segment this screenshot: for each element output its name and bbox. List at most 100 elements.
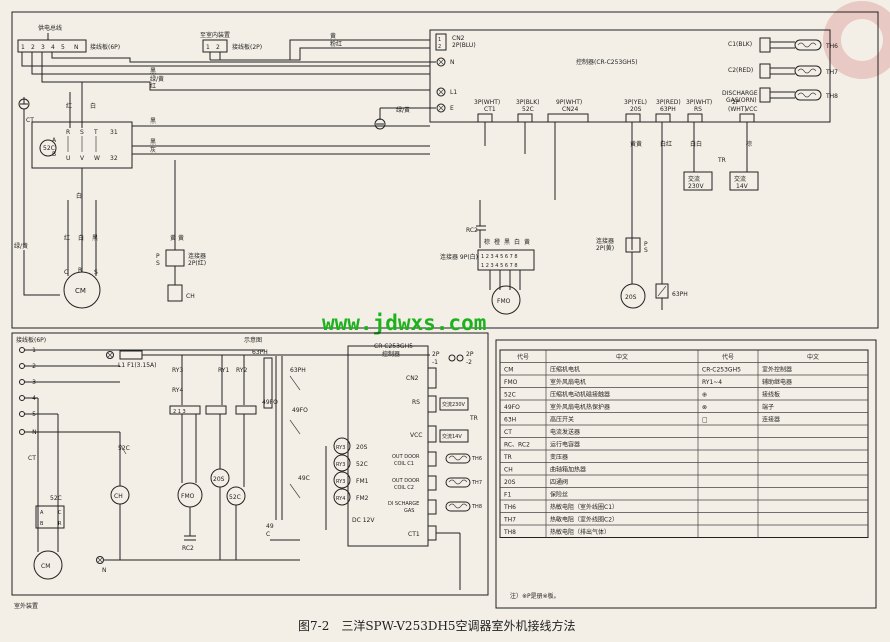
- legend-code: RC、RC2: [504, 442, 530, 449]
- svg-text:橙: 橙: [494, 238, 500, 246]
- svg-text:TR: TR: [717, 157, 726, 164]
- legend-desc: 端子: [762, 403, 774, 411]
- svg-text:TH6: TH6: [825, 43, 838, 50]
- svg-text:白: 白: [514, 238, 520, 246]
- legend-desc: 室外风扇电机: [550, 378, 586, 386]
- legend-desc: 曲轴箱加热器: [550, 466, 586, 474]
- svg-text:V: V: [80, 155, 85, 162]
- legend-note: 注）※P是册※板。: [510, 592, 560, 600]
- svg-text:CM: CM: [41, 563, 50, 570]
- svg-text:绿/黄: 绿/黄: [396, 106, 410, 114]
- svg-text:1: 1: [438, 37, 441, 43]
- svg-text:RY3: RY3: [336, 479, 345, 485]
- svg-text:CN24: CN24: [562, 106, 578, 113]
- svg-text:交流230V: 交流230V: [442, 401, 466, 408]
- svg-text:2P(BLU): 2P(BLU): [452, 42, 476, 49]
- pressure-switch-63ph: 63PH: [655, 260, 688, 310]
- svg-text:CR-C253GH5: CR-C253GH5: [374, 343, 413, 350]
- svg-text:A: A: [40, 510, 44, 516]
- terminal-label: 接线板(6P): [90, 43, 120, 51]
- svg-text:2: 2: [216, 44, 220, 51]
- figure-caption: 图7-2 三洋SPW-V253DH5空调器室外机接线方法: [298, 618, 576, 633]
- svg-text:绿/黄: 绿/黄: [150, 75, 164, 83]
- svg-text:52C: 52C: [118, 445, 130, 452]
- svg-text:CT1: CT1: [484, 106, 496, 113]
- svg-text:交流14V: 交流14V: [442, 433, 462, 440]
- svg-text:63PH: 63PH: [252, 349, 268, 356]
- svg-text:COIL C2: COIL C2: [394, 485, 414, 491]
- svg-text:白红: 白红: [660, 140, 672, 148]
- svg-text:2P: 2P: [432, 351, 440, 358]
- svg-text:白: 白: [90, 102, 96, 110]
- legend-frame: [499, 349, 869, 538]
- svg-text:CN2: CN2: [452, 35, 465, 42]
- svg-text:L1: L1: [450, 89, 457, 96]
- legend-desc: 四通阀: [550, 478, 568, 486]
- svg-text:交流: 交流: [688, 175, 700, 183]
- svg-text:CH: CH: [114, 493, 123, 500]
- bottom-diagram: 接线板(6P) 示意图 -1 -2 -3 -4 -5 -N L1 F1(3.15…: [11, 332, 489, 610]
- svg-text:红: 红: [64, 234, 70, 242]
- svg-text:C1(BLK): C1(BLK): [728, 41, 752, 48]
- svg-text:FMO: FMO: [181, 493, 195, 500]
- svg-text:TH8: TH8: [825, 93, 838, 100]
- svg-text:TR: TR: [469, 415, 478, 422]
- svg-text:R: R: [66, 129, 70, 136]
- svg-text:RY3: RY3: [336, 462, 345, 468]
- svg-text:C: C: [64, 269, 68, 276]
- svg-text:3P(RED): 3P(RED): [656, 99, 681, 106]
- svg-text:3: 3: [41, 44, 45, 51]
- svg-text:2: 2: [438, 44, 441, 50]
- legend-desc: 变压器: [550, 453, 568, 461]
- svg-text:黄黄: 黄黄: [630, 140, 642, 148]
- svg-text:C2(RED): C2(RED): [728, 67, 753, 74]
- bottom-terminals: -1 -2 -3 -4 -5 -N: [19, 347, 37, 436]
- svg-text:GAS(ORN): GAS(ORN): [726, 97, 757, 104]
- bottom-terminal-label: 接线板(6P): [16, 336, 46, 344]
- svg-text:2: 2: [31, 44, 35, 51]
- svg-text:2P(红): 2P(红): [188, 259, 206, 267]
- legend-header: 中文: [807, 353, 819, 361]
- decorative-circle: [823, 1, 890, 79]
- svg-text:S: S: [156, 260, 160, 267]
- controller-box: 控制器(CR-C253GH5) 12 CN2 2P(BLU) N L1 E C1…: [429, 29, 831, 123]
- svg-text:52C: 52C: [43, 145, 55, 152]
- svg-text:CT1: CT1: [408, 531, 420, 538]
- svg-text:A: A: [52, 137, 57, 144]
- svg-text:OUT DOOR: OUT DOOR: [392, 454, 420, 460]
- svg-text:白: 白: [78, 234, 84, 242]
- svg-text:CN2: CN2: [406, 375, 419, 382]
- legend-desc: 高压开关: [550, 416, 574, 424]
- legend-desc: 热敏电阻（室外线圈C2）: [550, 516, 618, 524]
- thermistor-th6: TH6: [770, 39, 838, 51]
- svg-text:黄: 黄: [170, 234, 176, 242]
- svg-text:3P(YEL): 3P(YEL): [624, 99, 647, 106]
- legend-desc: 室外控制器: [762, 366, 792, 374]
- transformer: 交流230V 交流14V TR: [683, 157, 759, 191]
- legend-code: 63H: [504, 417, 516, 424]
- legend-code: TH6: [503, 504, 516, 511]
- legend-header: 中文: [616, 353, 628, 361]
- svg-text:3P(BLK): 3P(BLK): [516, 99, 540, 106]
- legend-code: □: [702, 417, 708, 424]
- svg-text:49FO: 49FO: [292, 407, 308, 414]
- svg-text:红: 红: [150, 82, 156, 90]
- legend-desc: 热敏电阻（排出气体）: [550, 528, 610, 536]
- svg-text:棕: 棕: [484, 238, 490, 246]
- svg-text:52C: 52C: [356, 461, 368, 468]
- relay-coils: RY3 20S RY3 52C RY3 FM1 RY4 FM2 DC 12V: [325, 437, 375, 530]
- svg-text:32: 32: [110, 155, 118, 162]
- power-label: 供电总线: [38, 24, 62, 32]
- indoor-label: 至室内装置: [200, 31, 230, 39]
- svg-text:20S: 20S: [630, 106, 642, 113]
- svg-text:49C: 49C: [298, 475, 310, 482]
- svg-text:R: R: [78, 267, 82, 274]
- svg-text:TH6: TH6: [471, 456, 482, 462]
- svg-text:N: N: [450, 59, 455, 66]
- indoor-conn-label: 接线板(2P): [232, 43, 262, 51]
- legend-code: CM: [504, 367, 513, 374]
- svg-text:W: W: [94, 155, 100, 162]
